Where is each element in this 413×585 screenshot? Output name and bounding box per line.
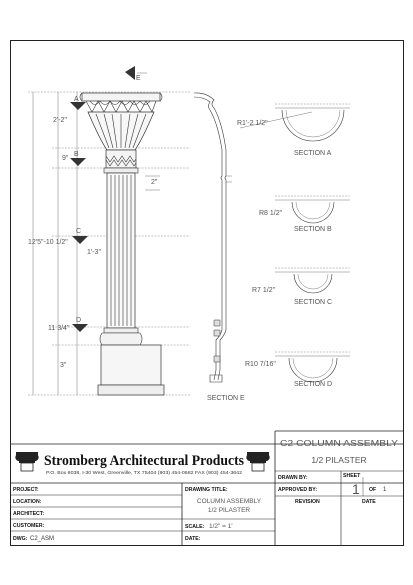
marker-b: B [74,151,79,158]
section-e-caption: SECTION E [207,395,245,402]
label-customer: CUSTOMER: [13,523,45,529]
drawing-title-2: 1/2 PILASTER [208,507,251,514]
section-a-radius: R1'-2 1/2" [237,120,268,127]
section-d-caption: SECTION D [294,381,332,388]
label-drawn-by: DRAWN BY: [278,475,308,481]
section-b-caption: SECTION B [294,226,332,233]
label-scale: SCALE: [185,524,205,530]
dim-shaft: 12'5"-10 1/2" [28,239,68,246]
label-of: OF [369,487,376,493]
sheet-border [10,40,404,546]
label-approved-by: APPROVED BY: [278,487,317,493]
label-date: DATE: [185,536,201,542]
dim-neck: 9" [62,155,69,162]
section-b-radius: R8 1/2" [259,210,283,217]
label-architect: ARCHITECT: [13,511,44,517]
label-sheet: SHEET [343,473,361,479]
profile-section-e [193,92,232,383]
drawing-title-1: COLUMN ASSEMBLY [197,498,262,505]
section-d-radius: R10 7/16" [245,361,276,368]
company-address: P.O. Box 6038, I-30 West, Greenville, TX… [46,470,243,475]
section-c [275,267,350,294]
scale-value: 1/2" = 1' [209,523,233,530]
label-project: PROJECT: [13,487,39,493]
section-c-radius: R7 1/2" [252,287,276,294]
marker-e: E [136,75,141,82]
label-location: LOCATION: [13,499,42,505]
capital-logo-icon [246,452,270,472]
dim-upper-shaft: 1'-3" [87,249,101,256]
column-elevation [28,66,190,396]
label-rev-date: DATE [362,499,376,505]
dim-base: 11 3/4" [48,325,70,332]
marker-a: A [74,96,79,103]
label-dwg: DWG: [13,536,28,542]
section-a-caption: SECTION A [294,150,332,157]
section-a [239,103,350,142]
section-c-caption: SECTION C [294,299,332,306]
section-b [275,195,350,224]
capital-logo-icon [15,452,39,472]
marker-d: D [76,317,81,324]
title-line-2: 1/2 PILASTER [311,455,366,465]
dim-capital: 2'-2" [53,117,67,124]
of-value: 1 [383,487,387,493]
section-d [275,351,350,383]
dim-plinth: 3" [60,362,67,369]
dim-small: 2" [151,179,158,186]
sheet-value: 1 [352,481,360,497]
company-name: Stromberg Architectural Products [44,453,244,469]
label-drawing-title: DRAWING TITLE: [185,487,228,493]
label-revision: REVISION [295,499,320,505]
title-block [10,430,403,545]
marker-c: C [76,228,81,235]
dwg-value: C2_ASM [30,536,54,542]
title-line-1: C2 COLUMN ASSEMBLY [280,438,398,448]
